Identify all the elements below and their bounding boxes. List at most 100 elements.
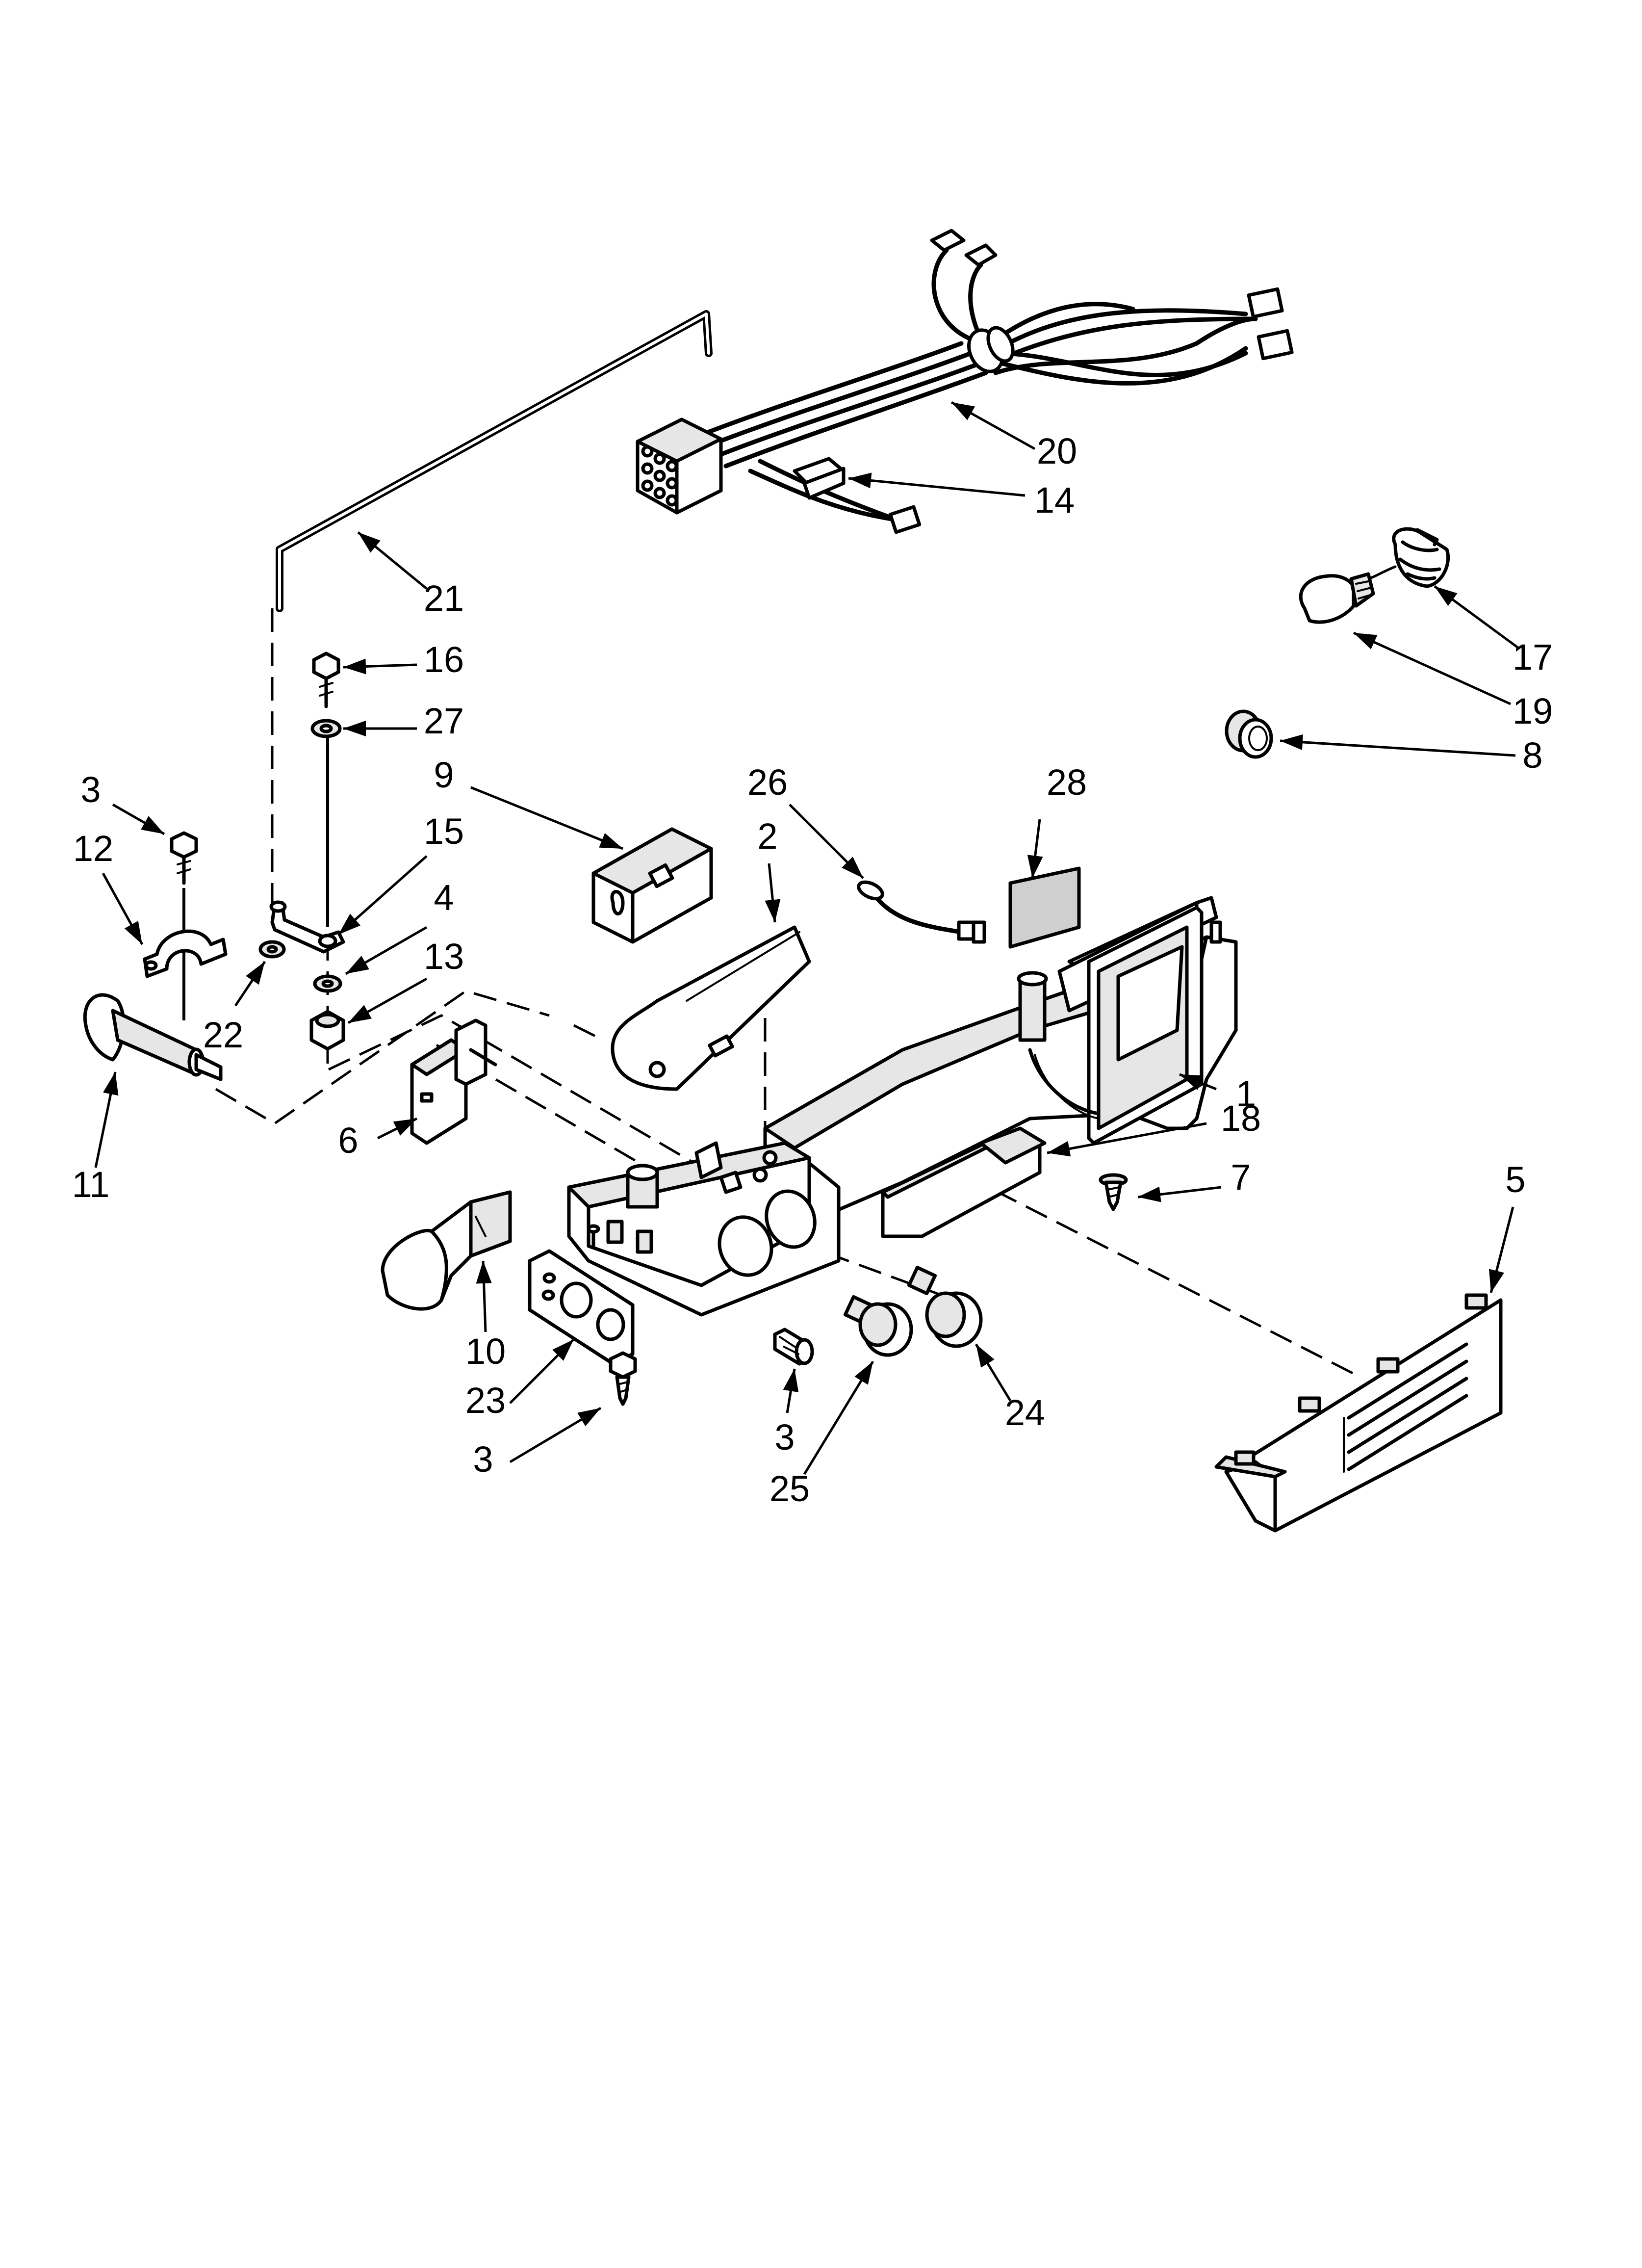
arrowhead-icon — [393, 1119, 417, 1136]
arrowhead-icon — [1180, 1074, 1204, 1090]
callout-number: 6 — [338, 1120, 358, 1161]
callout-number: 11 — [72, 1164, 110, 1205]
callout-number: 20 — [1037, 431, 1077, 471]
arrowhead-icon — [343, 658, 366, 675]
callout-connector-14: 14 — [848, 472, 1075, 521]
arrowhead-icon — [1047, 1141, 1071, 1157]
arrowhead-icon — [343, 721, 366, 736]
arrowhead-icon — [358, 532, 381, 553]
callout-clamp-12: 12 — [73, 828, 144, 945]
callout-number: 3 — [774, 1417, 795, 1458]
callout-light-bulb-19: 19 — [1353, 631, 1553, 731]
callout-number: 14 — [1034, 480, 1075, 521]
callout-screw-3: 3 — [774, 1368, 799, 1458]
arrowhead-icon — [765, 899, 781, 922]
plug-8-part — [1225, 709, 1273, 759]
arrowhead-icon — [338, 913, 361, 935]
callout-number: 15 — [424, 811, 464, 852]
callout-number: 5 — [1505, 1159, 1525, 1200]
callout-knob-24: 24 — [975, 1343, 1045, 1433]
dispenser-housing-1-part — [567, 896, 1238, 1317]
wire-harness-part — [636, 229, 1294, 534]
leader-line — [1353, 631, 1512, 705]
arrowhead-icon — [976, 1344, 995, 1368]
arrowhead-icon — [246, 962, 265, 985]
screw-7-part — [1099, 1173, 1128, 1211]
callout-rod-21: 21 — [357, 531, 464, 619]
arrowhead-icon — [1354, 633, 1378, 650]
washer-4-part — [313, 974, 342, 993]
callout-knob-25: 25 — [770, 1360, 874, 1509]
callout-grille-trim-5: 5 — [1488, 1159, 1526, 1293]
callout-number: 18 — [1221, 1098, 1261, 1139]
arrowhead-icon — [842, 857, 863, 878]
arrowhead-icon — [1027, 855, 1043, 878]
callout-label-plate-23: 23 — [465, 1338, 575, 1421]
knob-25-part — [843, 1295, 913, 1357]
callout-valve-shaft-11: 11 — [72, 1071, 119, 1205]
callout-number: 3 — [473, 1439, 493, 1480]
knob-24-part — [907, 1265, 983, 1348]
leader-line — [1047, 1122, 1207, 1154]
callout-washer-22: 22 — [203, 961, 266, 1055]
arrowhead-icon — [599, 833, 623, 849]
callout-bracket-9: 9 — [434, 755, 623, 850]
callout-number: 27 — [424, 701, 464, 741]
callout-number: 26 — [747, 762, 788, 803]
callout-plug-8: 8 — [1280, 734, 1543, 776]
arrowhead-icon — [783, 1369, 799, 1393]
arrowhead-icon — [854, 1361, 873, 1385]
screw-3-lower-left-part — [609, 1351, 637, 1406]
screw-16-part — [312, 652, 340, 708]
washer-22-part — [258, 940, 286, 959]
callout-washer-27: 27 — [343, 701, 464, 741]
switch-6-part — [410, 1018, 497, 1145]
leader-line — [848, 477, 1026, 497]
arrowhead-icon — [552, 1339, 574, 1361]
thermistor-26-part — [857, 880, 986, 944]
callout-number: 4 — [434, 877, 454, 918]
callout-number: 21 — [424, 578, 464, 619]
callout-number: 25 — [770, 1468, 810, 1509]
callout-number: 28 — [1047, 762, 1087, 803]
clamp-12-part — [143, 929, 228, 978]
callout-screw-3: 3 — [80, 769, 165, 835]
callout-lamp-socket-17: 17 — [1434, 585, 1553, 678]
callout-number: 13 — [424, 936, 464, 977]
callout-insulation-pad-2: 2 — [757, 816, 781, 923]
callout-screw-16: 16 — [343, 639, 464, 680]
callout-number: 23 — [465, 1380, 506, 1421]
arrowhead-icon — [476, 1261, 492, 1284]
callout-lever-15: 15 — [337, 811, 464, 936]
bracket-9-part — [591, 827, 713, 944]
arrowhead-icon — [1280, 734, 1303, 750]
cover-18-part — [881, 1126, 1047, 1238]
insulation-pad-2-part — [611, 925, 811, 1091]
label-plate-23-part — [528, 1249, 635, 1366]
light-bulb-19-part — [1299, 572, 1375, 624]
callout-nut-13: 13 — [347, 936, 464, 1024]
callout-number: 3 — [80, 769, 101, 810]
nut-13-part — [309, 1010, 345, 1051]
callout-number: 10 — [465, 1331, 506, 1372]
callout-number: 8 — [1522, 735, 1542, 776]
arrowhead-icon — [1138, 1186, 1161, 1202]
callout-number: 22 — [203, 1015, 243, 1055]
spring-clip-10-part — [381, 1190, 512, 1311]
leader-line — [470, 786, 623, 850]
arrowhead-icon — [848, 472, 872, 489]
arrowhead-icon — [1488, 1269, 1504, 1293]
screw-3-left-part — [170, 831, 198, 885]
arrowhead-icon — [141, 816, 164, 834]
screw-3-lower-center-part — [773, 1328, 814, 1366]
arrowhead-icon — [346, 956, 369, 974]
washer-27-part — [310, 719, 342, 738]
lever-15-part — [269, 900, 345, 954]
callout-washer-4: 4 — [345, 877, 454, 975]
callout-pad-28: 28 — [1027, 762, 1087, 879]
callout-number: 7 — [1231, 1157, 1251, 1198]
arrowhead-icon — [348, 1005, 372, 1023]
arrowhead-icon — [103, 1072, 119, 1096]
callout-screw-7: 7 — [1137, 1157, 1251, 1202]
